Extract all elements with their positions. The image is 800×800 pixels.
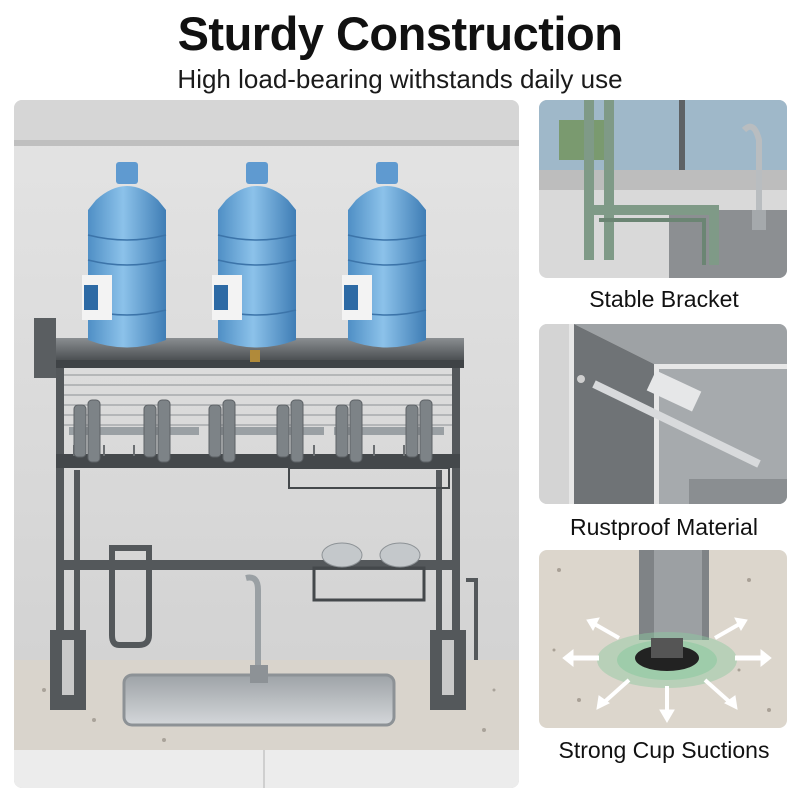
main-product-photo xyxy=(14,100,519,788)
dumbbells xyxy=(69,399,444,463)
material-photo xyxy=(539,324,787,504)
bracket-photo xyxy=(539,100,787,278)
feature-label-strong-cup-suctions: Strong Cup Suctions xyxy=(558,737,770,763)
page-title: Sturdy Construction xyxy=(177,7,623,60)
page-subtitle: High load-bearing withstands daily use xyxy=(177,64,623,94)
water-bottles xyxy=(82,162,427,348)
feature-label-stable-bracket: Stable Bracket xyxy=(589,286,739,312)
rack-illustration xyxy=(14,100,519,788)
suction-photo xyxy=(539,550,787,728)
feature-label-rustproof-material: Rustproof Material xyxy=(570,514,758,540)
